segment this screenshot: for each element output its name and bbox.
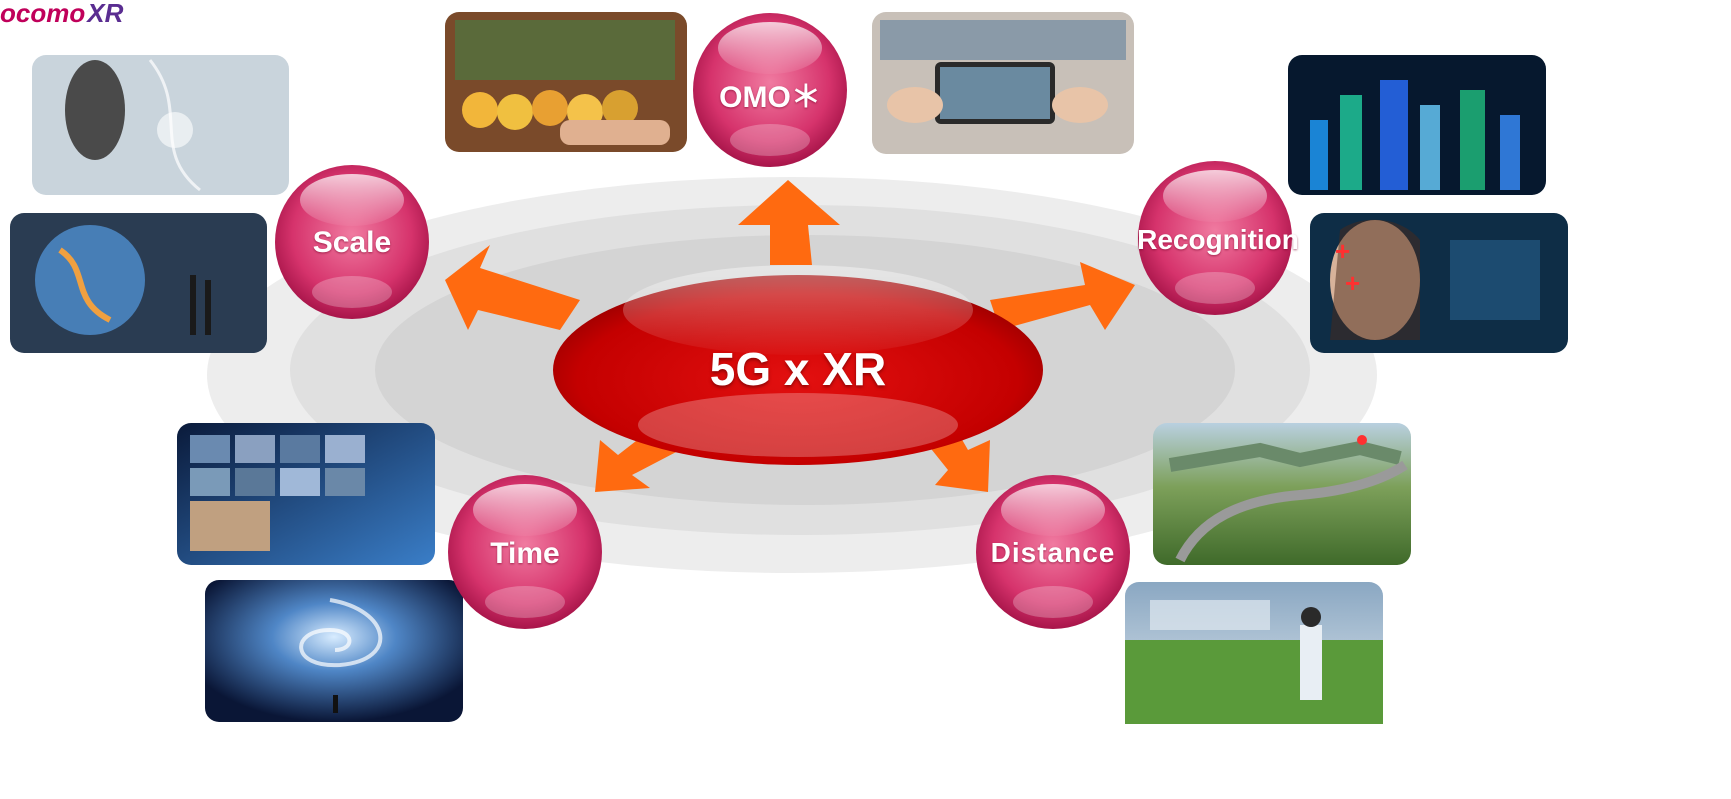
bubble-time-circle <box>448 475 602 629</box>
bubble-distance-label: Distance <box>990 537 1116 568</box>
logo-brand: ocomo <box>0 0 86 28</box>
logo-mark: XR <box>87 0 124 28</box>
photo-field-vr <box>1125 582 1383 724</box>
docomo-xr-logo: ocomoXR <box>0 0 123 26</box>
hub-label: 5G x XR <box>709 343 887 395</box>
photo-holo-globe <box>10 213 267 353</box>
bubble-time-label: Time <box>490 537 560 570</box>
bubble-distance-circle <box>976 475 1130 629</box>
photo-smartphone-ar <box>872 12 1134 154</box>
bubble-recognition-label: Recognition <box>1137 224 1299 255</box>
photo-digital-city <box>1288 55 1546 195</box>
photo-galaxy <box>205 580 463 722</box>
bubble-omo-circle <box>693 13 847 167</box>
svg-text:+: + <box>1345 268 1360 298</box>
arrow-to-scale <box>445 245 580 330</box>
arrow-to-omo <box>738 180 840 265</box>
photo-face-recognition: + + <box>1310 213 1568 353</box>
bubble-recognition-circle <box>1138 161 1292 315</box>
svg-text:+: + <box>1335 236 1350 266</box>
bubble-scale-label: Scale <box>312 226 392 259</box>
photo-woman-dna <box>32 55 289 195</box>
photo-video-wall <box>177 423 435 565</box>
photo-road-landscape <box>1153 423 1411 565</box>
bubble-scale-circle <box>275 165 429 319</box>
hub-ellipse <box>553 265 1043 465</box>
arrow-to-recognition <box>990 262 1135 330</box>
bubble-omo-label: OMO＊ <box>719 81 821 114</box>
photo-fruit-market <box>445 12 687 152</box>
